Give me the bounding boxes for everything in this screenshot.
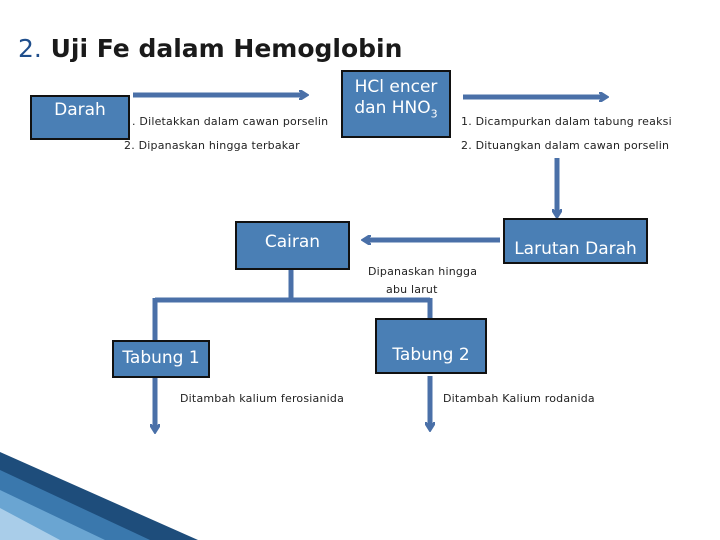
hcl-box: HCl encer dan HNO3 (341, 70, 451, 138)
split-connector (152, 270, 433, 340)
tabung2-box: Tabung 2 (375, 318, 487, 374)
larutan-darah-box: Larutan Darah (503, 218, 648, 264)
note-step1a: . Diletakkan dalam cawan porselin (132, 115, 329, 128)
cairan-box: Cairan (235, 221, 350, 270)
cairan-label: Cairan (264, 232, 321, 252)
title-text: Uji Fe dalam Hemoglobin (50, 34, 403, 63)
hcl-line1: HCl encer (354, 77, 438, 97)
hcl-line2: dan HNO3 (354, 98, 438, 121)
note-tabung2: Ditambah Kalium rodanida (443, 392, 595, 405)
note-tabung1: Ditambah kalium ferosianida (180, 392, 345, 405)
tabung1-label: Tabung 1 (122, 348, 200, 368)
note-step2a: 1. Dicampurkan dalam tabung reaksi (461, 115, 672, 128)
note-step2b: 2. Dituangkan dalam cawan porselin (461, 139, 670, 152)
tabung1-box: Tabung 1 (112, 340, 210, 378)
larutan-darah-label: Larutan Darah (514, 239, 637, 259)
slide-title: 2. Uji Fe dalam Hemoglobin (18, 34, 402, 63)
title-number: 2. (18, 34, 42, 63)
darah-box: Darah (30, 95, 130, 140)
corner-stripes-decoration (0, 452, 198, 540)
note-step1b: 2. Dipanaskan hingga terbakar (124, 139, 300, 152)
note-step3b: abu larut (386, 283, 438, 296)
darah-label: Darah (54, 100, 106, 120)
note-step3a: Dipanaskan hingga (368, 265, 478, 278)
tabung2-label: Tabung 2 (392, 345, 470, 365)
